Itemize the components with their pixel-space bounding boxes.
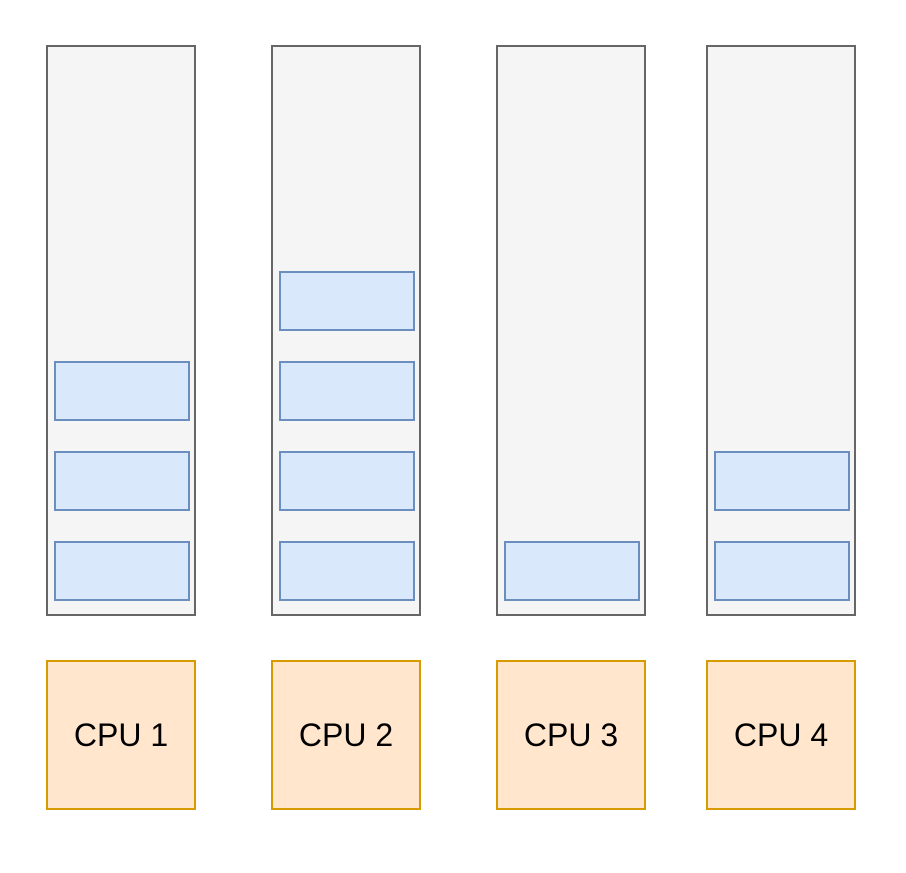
- run-queue-cpu-1: [46, 45, 196, 616]
- cpu-box-3: CPU 3: [496, 660, 646, 810]
- task-block: [54, 451, 190, 511]
- cpu-box-2: CPU 2: [271, 660, 421, 810]
- cpu-box-1: CPU 1: [46, 660, 196, 810]
- run-queue-cpu-4: [706, 45, 856, 616]
- run-queue-cpu-2: [271, 45, 421, 616]
- cpu-label: CPU 3: [523, 716, 619, 753]
- task-block: [714, 541, 850, 601]
- task-block: [279, 271, 415, 331]
- task-block: [279, 451, 415, 511]
- cpu-label: CPU 2: [298, 716, 394, 753]
- cpu-label: CPU 4: [733, 716, 829, 753]
- run-queue-cpu-3: [496, 45, 646, 616]
- task-block: [279, 361, 415, 421]
- task-block: [54, 541, 190, 601]
- task-block: [54, 361, 190, 421]
- cpu-label: CPU 1: [73, 716, 169, 753]
- task-block: [504, 541, 640, 601]
- cpu-box-4: CPU 4: [706, 660, 856, 810]
- task-block: [279, 541, 415, 601]
- task-block: [714, 451, 850, 511]
